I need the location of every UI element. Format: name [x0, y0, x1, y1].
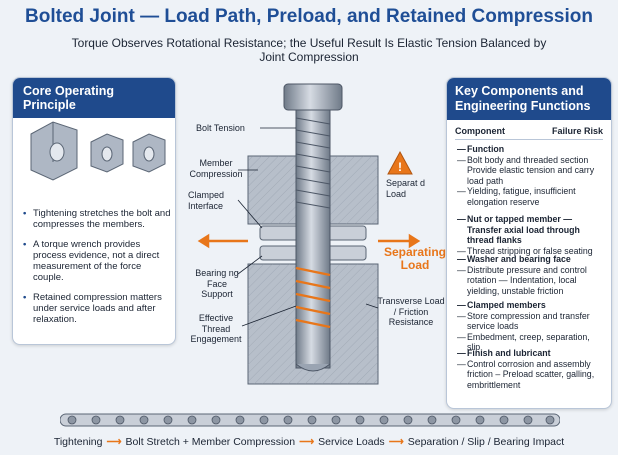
separating-load-label: Separating Load [384, 245, 447, 272]
bearing-face-support-label: Bearing ng Face Support [195, 268, 239, 299]
section-title: Function [457, 144, 605, 155]
bolt-tension-label: Bolt Tension [196, 123, 245, 133]
component-section: Clamped members Store compression and tr… [457, 300, 605, 353]
key-components-panel: Key Components and Engineering Functions… [446, 77, 612, 409]
section-item: Yielding, fatigue, insufficient elongati… [457, 186, 605, 207]
section-title: Finish and lubricant [457, 348, 605, 359]
section-item: Bolt body and threaded section Provide e… [457, 155, 605, 187]
process-flow: Tightening⟶Bolt Stretch + Member Compres… [0, 436, 618, 448]
arrow-icon: ⟶ [299, 436, 315, 448]
component-column-header: Component [455, 126, 505, 136]
clamped-interface-label: Clamped Interface [188, 190, 225, 211]
section-item: Thread stripping or false seating [457, 246, 605, 257]
member-compression-label: Member Compression [189, 158, 243, 179]
flow-step: Separation / Slip / Bearing Impact [407, 436, 565, 448]
chain-icon [60, 413, 560, 427]
component-section: Function Bolt body and threaded section … [457, 144, 605, 207]
section-title: Washer and bearing face [457, 254, 605, 265]
section-title: Clamped members [457, 300, 605, 311]
principle-bullet: A torque wrench provides process evidenc… [23, 239, 173, 283]
page-title: Bolted Joint — Load Path, Preload, and R… [25, 6, 593, 27]
svg-text:!: ! [398, 160, 402, 174]
principle-bullet: Tightening stretches the bolt and compre… [23, 208, 173, 230]
arrow-icon: ⟶ [388, 436, 404, 448]
section-item: Embedment, creep, separation, slip [457, 332, 605, 353]
component-section: Nut or tapped member — Transfer axial lo… [457, 214, 605, 256]
core-principle-heading: Core Operating Principle [13, 78, 175, 118]
separated-load-label: Separat d Load [386, 178, 426, 199]
page-subtitle: Torque Observes Rotational Resistance; t… [71, 36, 547, 64]
failure-risk-column-header: Failure Risk [551, 126, 603, 136]
section-item: Control corrosion and assembly friction … [457, 359, 605, 391]
component-section: Finish and lubricant Control corrosion a… [457, 348, 605, 390]
flow-step: Tightening [53, 436, 103, 448]
transverse-load-label: Transverse Load / Friction Resistance [377, 296, 445, 327]
component-section: Washer and bearing face Distribute press… [457, 254, 605, 296]
section-item: Distribute pressure and control rotation… [457, 265, 605, 297]
arrow-icon: ⟶ [106, 436, 122, 448]
principle-bullet: Retained compression matters under servi… [23, 292, 173, 325]
flow-step: Service Loads [318, 436, 385, 448]
section-item: Store compression and transfer service l… [457, 311, 605, 332]
warning-icon: ! [387, 150, 413, 175]
nut-illustrations [30, 121, 166, 181]
core-principle-panel: Core Operating Principle Tightening stre… [12, 77, 176, 345]
principle-bullets: Tightening stretches the bolt and compre… [23, 208, 173, 334]
bolted-joint-diagram: ! [197, 83, 421, 385]
thread-engagement-label: Effective Thread Engagement [190, 313, 242, 344]
key-components-heading: Key Components and Engineering Functions [447, 78, 611, 120]
section-title: Nut or tapped member — Transfer axial lo… [457, 214, 605, 246]
component-table-header: Component Failure Risk [455, 126, 603, 140]
flow-step: Bolt Stretch + Member Compression [125, 436, 296, 448]
